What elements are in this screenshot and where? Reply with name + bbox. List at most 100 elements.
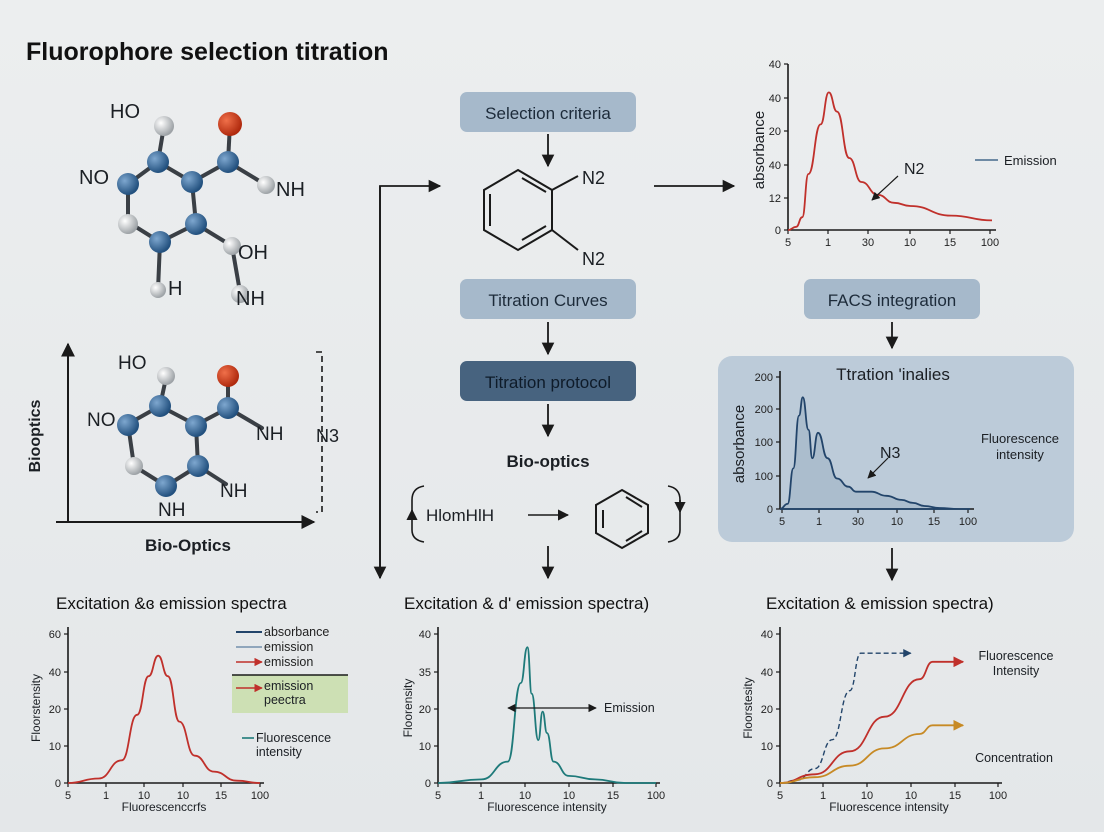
oxygen-atom [218,112,242,136]
top-right-y-tick-label: 12 [769,193,781,205]
titration-finales-y-label: absorbance [731,405,748,483]
top-right-legend-label: Emission [1004,153,1057,168]
top-right-x-tick-label: 10 [904,237,916,249]
top-right-x-tick-label: 5 [785,237,791,249]
carbon-atom [217,151,239,173]
heading-middle: Excitation & d' emission spectra) [404,594,649,613]
heading-left: Excitation &ɞ emission spectra [56,594,287,613]
atom-label: NO [87,410,116,431]
titration-finales-x-tick-label: 5 [779,516,785,528]
titration-protocol-label: Titration protocol [485,373,611,392]
bottom-middle-x-tick-label: 1 [478,790,484,802]
page-title: Fluorophore selection titration [26,38,389,66]
atom-label: NH [220,481,247,502]
top-right-y-tick-label: 40 [769,93,781,105]
benzene-label-top: N2 [582,168,605,188]
titration-finales-x-tick-label: 30 [852,516,864,528]
heading-right: Excitation & emission spectra) [766,594,994,613]
top-right-y-tick-label: 0 [775,225,781,237]
bottom-middle-y-tick-label: 35 [419,667,431,679]
bottom-left-y-tick-label: 60 [49,629,61,641]
bottom-middle-y-tick-label: 20 [419,704,431,716]
titration-protocol-box [460,361,636,401]
selection-criteria-box [460,92,636,132]
atom-label: NO [79,167,109,189]
carbon-atom [181,171,203,193]
bottom-middle-y-tick-label: 10 [419,741,431,753]
titration-finales-title: Ttration 'inalies [836,365,950,384]
legend-highlight [232,675,348,713]
carbon-atom [185,415,207,437]
bottom-right-y-tick-label: 10 [761,741,773,753]
molecule-top-bonds [126,122,268,294]
bottom-left-y-tick-label: 40 [49,667,61,679]
bottom-middle-x-label: Fluorescence intensity [487,800,606,814]
top-right-x-tick-label: 30 [862,237,874,249]
titration-curves-box [460,279,636,319]
atom-label: NH [236,288,265,310]
carbon-atom [217,397,239,419]
top-right-y-tick-label: 40 [769,160,781,172]
bottom-left-x-tick-label: 100 [251,790,269,802]
titration-finales-y-tick-label: 0 [767,504,773,516]
reaction-bracket-left [411,485,425,543]
bottom-left-x-label: Fluorescenccrfs [122,800,207,814]
bottom-right-x-tick-label: 5 [777,790,783,802]
titration-finales-annotation: N3 [880,445,901,462]
bottom-left-legend-label: emission [264,655,313,669]
hydrogen-atom [231,285,249,303]
titration-finales-y-tick-label: 200 [755,372,773,384]
hydrogen-atom [118,214,138,234]
titration-finales-x-tick-label: 15 [928,516,940,528]
bottom-left-x-tick-label: 1 [103,790,109,802]
bottom-right-y-tick-label: 0 [767,778,773,790]
atom-label: NH [158,500,185,521]
bottom-right-y-label: Floorstesity [741,677,755,738]
top-right-x-tick-label: 15 [944,237,956,249]
carbon-atom [185,213,207,235]
facs-integration-box [804,279,980,319]
bottom-left-legend-label: absorbance [264,625,329,639]
bio-optics-label: Bio-optics [506,452,589,471]
benzene-label-bottom: N2 [582,249,605,269]
molecule-top: HO NO NH OH H NH [79,101,305,310]
atom-label: H [168,278,182,300]
selection-criteria-label: Selection criteria [485,104,611,123]
bottom-right-y-tick-label: 40 [761,667,773,679]
bottom-left-legend-label: emission [264,640,313,654]
oxygen-atom [217,365,239,387]
bottom-right-x-tick-label: 100 [989,790,1007,802]
titration-finales-panel [718,356,1074,542]
top-right-x-tick-label: 1 [825,237,831,249]
top-right-y-label: absorbance [751,111,768,189]
bottom-left-y-tick-label: 0 [55,778,61,790]
hydrogen-atom [223,237,241,255]
titration-curves-label: Titration Curves [488,291,607,310]
reaction-reactant: HlomHlH [426,506,494,525]
hydrogen-atom [154,116,174,136]
bottom-left-x-tick-label: 5 [65,790,71,802]
bottom-middle-y-tick-label: 40 [419,629,431,641]
atom-label: HO [118,353,147,374]
molecule-axes-panel: Biooptics Bio-Optics N3 HO NO NH NH [27,342,339,555]
bracket [316,351,323,513]
hydrogen-atom [257,176,275,194]
bottom-right-x-tick-label: 1 [820,790,826,802]
y-axis-label: Biooptics [27,399,44,472]
hydrogen-atom [125,457,143,475]
bottom-right-x-tick-label: 10 [905,790,917,802]
bottom-left-x-tick-label: 10 [138,790,150,802]
bottom-middle-legend-label: Emission [604,701,655,715]
benzene-ring-product [595,488,649,550]
carbon-atom [147,151,169,173]
carbon-atom [117,414,139,436]
top-right-y-tick-label: 20 [769,126,781,138]
top-right-annotation-arrow [871,175,899,201]
facs-integration-label: FACS integration [828,291,957,310]
atom-label: NH [256,424,283,445]
top-right-y-tick-label: 40 [769,59,781,71]
bottom-right-x-label: Fluorescence intensity [829,800,948,814]
bottom-right-x-tick-label: 10 [861,790,873,802]
